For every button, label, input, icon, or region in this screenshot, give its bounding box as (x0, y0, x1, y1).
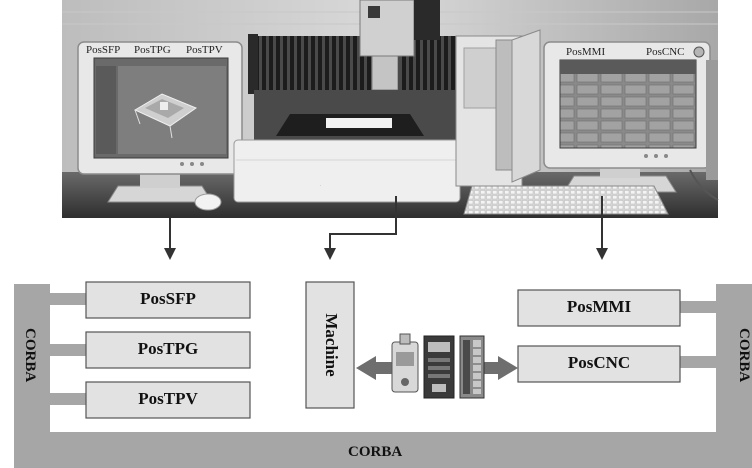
corba-bus-bottom (14, 432, 752, 468)
monitor-label-poscnc: PosCNC (646, 46, 685, 58)
left-monitor: PosSFP PosTPG PosTPV (77, 41, 243, 203)
arrow-machine (324, 196, 397, 260)
module-postpg: PosTPG (85, 331, 251, 369)
monitor-label-postpg: PosTPG (134, 44, 171, 56)
photo-to-diagram-arrows (164, 196, 608, 260)
corba-label-bottom: CORBA (348, 444, 402, 460)
right-monitor: PosMMI PosCNC (543, 41, 711, 193)
module-label-machine: Machine (322, 313, 341, 377)
module-label-posmmi: PosMMI (567, 297, 632, 316)
mouse-icon (194, 193, 222, 211)
monitor-label-postpv: PosTPV (186, 44, 223, 56)
svg-text:.: . (320, 182, 321, 188)
cnc-machine: . (233, 0, 461, 203)
module-label-poscnc: PosCNC (568, 353, 630, 372)
module-posmmi: PosMMI (517, 289, 681, 327)
corba-bus (14, 284, 752, 468)
controller-cabinet (455, 29, 541, 187)
corba-stub-posmmi (680, 301, 716, 313)
corba-label-right: CORBA (736, 328, 752, 382)
arrow-left-monitor (164, 218, 176, 260)
keyboard (463, 185, 669, 215)
module-label-postpv: PosTPV (138, 389, 198, 408)
monitor-label-posmmi: PosMMI (566, 46, 605, 58)
photo-cnc-setup: PosSFP PosTPG PosTPV . (62, 0, 719, 218)
machine-cnc-link (356, 333, 518, 399)
io-board-icon (459, 335, 485, 399)
servo-motor-icon (391, 333, 419, 393)
servo-drive-icon (423, 335, 455, 399)
corba-stub-possfp (50, 293, 86, 305)
module-machine: Machine (305, 281, 355, 409)
corba-label-left: CORBA (22, 328, 38, 382)
module-poscnc: PosCNC (517, 345, 681, 383)
module-possfp: PosSFP (85, 281, 251, 319)
double-arrow-left-head (356, 356, 396, 380)
module-label-possfp: PosSFP (140, 289, 196, 308)
corba-stub-postpv (50, 393, 86, 405)
module-postpv: PosTPV (85, 381, 251, 419)
monitor-label-possfp: PosSFP (86, 44, 120, 56)
arrow-right-monitor (596, 196, 608, 260)
corba-stub-postpg (50, 344, 86, 356)
double-arrow-right-head (478, 356, 518, 380)
module-label-postpg: PosTPG (138, 339, 198, 358)
corba-stub-poscnc (680, 356, 716, 368)
